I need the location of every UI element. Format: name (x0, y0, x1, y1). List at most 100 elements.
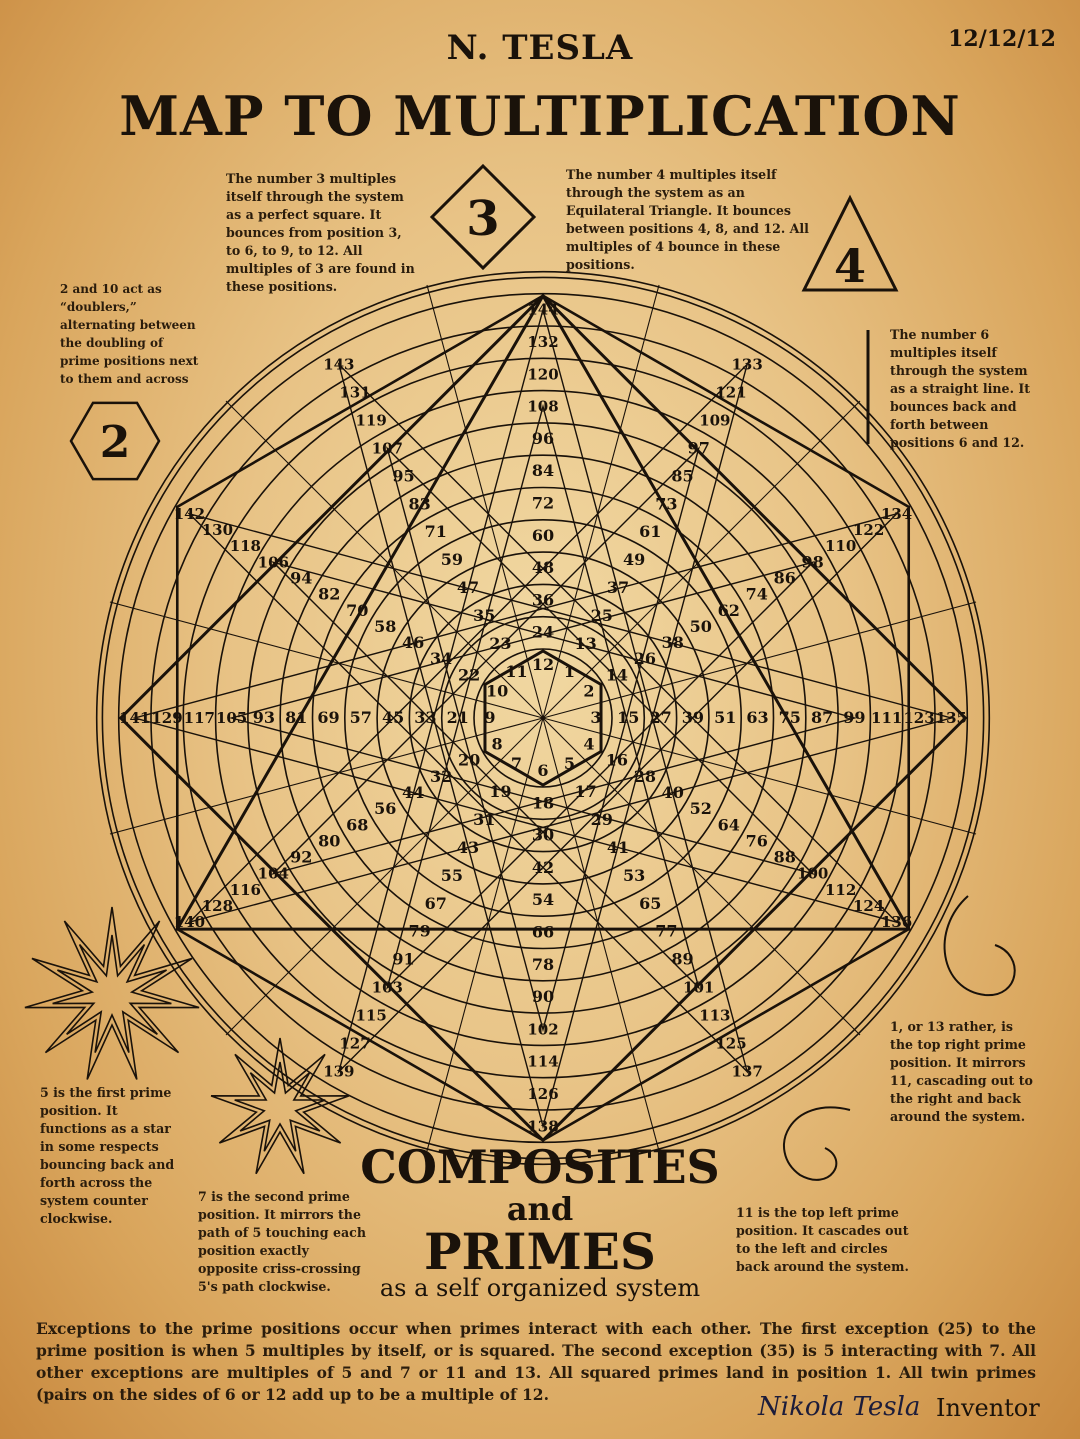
diagram-number: 93 (253, 708, 275, 727)
diagram-number: 48 (532, 558, 554, 577)
diagram-number: 118 (230, 537, 261, 555)
symbol-four: 4 (834, 239, 866, 293)
diagram-number: 124 (853, 897, 884, 915)
diagram-number: 99 (843, 708, 865, 727)
diagram-number: 88 (774, 848, 796, 867)
ring-circle (408, 583, 678, 853)
diagram-number: 121 (715, 383, 746, 401)
diagram-number: 101 (683, 979, 714, 997)
spoke-line (542, 284, 660, 719)
diagram-number: 33 (414, 708, 436, 727)
diagram-number: 3 (590, 708, 601, 727)
seven-star-path (228, 403, 858, 1033)
diagram-number: 86 (774, 568, 796, 587)
spiral-one-icon (943, 895, 1016, 997)
spoke-line (225, 717, 544, 1036)
five-star-inner-icon (52, 934, 172, 1053)
diagram-number: 142 (174, 505, 205, 523)
diagram-number: 49 (623, 550, 645, 569)
diagram-number: 8 (492, 735, 503, 754)
diagram-number: 127 (339, 1035, 370, 1053)
ring-circle (214, 389, 872, 1047)
diagram-number: 28 (634, 767, 656, 786)
diagram-number: 111 (871, 709, 902, 727)
diagram-number: 71 (425, 522, 447, 541)
hexagon-path (175, 294, 911, 1142)
diagram-number: 68 (346, 815, 368, 834)
diagram-number: 25 (591, 606, 613, 625)
diagram-number: 52 (690, 799, 712, 818)
diagram-number: 107 (372, 439, 403, 457)
diagram-number: 51 (714, 708, 736, 727)
diagram-number: 79 (408, 922, 430, 941)
diagram-number: 126 (527, 1085, 558, 1103)
diagram-number: 17 (575, 782, 597, 801)
diagram-number: 29 (591, 810, 613, 829)
diagram-number: 20 (458, 751, 480, 770)
diagram-number: 103 (372, 979, 403, 997)
diagram-number: 105 (216, 709, 247, 727)
inventor-label: Inventor (936, 1394, 1040, 1422)
diagram-number: 21 (447, 708, 469, 727)
spoke-line (225, 400, 544, 719)
diagram-number: 30 (532, 826, 554, 845)
seven-star-icon (210, 1037, 350, 1175)
diagram-number: 13 (575, 634, 597, 653)
diagram-number: 41 (607, 838, 629, 857)
ring-circle (150, 325, 936, 1111)
diagram-number: 73 (655, 494, 677, 513)
diagram-number: 5 (564, 754, 575, 773)
diagram-number: 54 (532, 890, 554, 909)
diagram-number: 122 (853, 521, 884, 539)
ring-circle (311, 486, 775, 950)
diagram-number: 90 (532, 987, 554, 1006)
ring-circle (473, 648, 613, 788)
diagram-number: 108 (527, 398, 558, 416)
spoke-line (426, 284, 544, 719)
five-star-path (131, 306, 955, 1130)
ring-circle (440, 615, 646, 821)
diagram-number: 11 (505, 662, 527, 681)
note-number-five: 5 is the first prime position. It functi… (40, 1085, 175, 1226)
diagram-number: 128 (202, 897, 233, 915)
diagram-number: 6 (537, 761, 548, 780)
diagram-number: 113 (699, 1007, 730, 1025)
diagram-number: 7 (511, 754, 522, 773)
ring-circle (101, 276, 985, 1160)
diagram-number: 110 (825, 537, 856, 555)
ring-circle (343, 518, 742, 917)
triangle-path (174, 292, 912, 931)
diagram-number: 59 (441, 550, 463, 569)
triangle-four-icon (801, 194, 899, 292)
diagram-number: 10 (486, 682, 508, 701)
note-number-four: The number 4 multiples itself through th… (566, 167, 809, 272)
diagram-number: 134 (881, 505, 912, 523)
diagram-number: 135 (936, 709, 967, 727)
note-number-one: 1, or 13 rather, is the top right prime … (890, 1019, 1033, 1124)
diagram-number: 129 (151, 709, 182, 727)
diagram-number: 16 (606, 751, 628, 770)
diagram-number: 138 (527, 1117, 558, 1135)
diagram-number: 77 (655, 922, 677, 941)
date-label: 12/12/12 (948, 26, 1056, 52)
diagram-number: 57 (350, 708, 372, 727)
diagram-number: 95 (392, 466, 414, 485)
spoke-line (542, 717, 660, 1152)
exceptions-paragraph: Exceptions to the prime positions occur … (36, 1319, 1036, 1404)
diagram-number: 109 (699, 411, 730, 429)
spiral-eleven-icon (783, 1106, 851, 1181)
diagram-number: 136 (881, 913, 912, 931)
diagram-number: 137 (731, 1063, 762, 1081)
diagram-number: 104 (258, 865, 289, 883)
diagram-number: 91 (392, 950, 414, 969)
diagram-number: 62 (718, 601, 740, 620)
five-star-icon (24, 906, 200, 1080)
diagram-number: 140 (174, 913, 205, 931)
diagram-number: 50 (690, 617, 712, 636)
diagram-number: 46 (402, 633, 424, 652)
primes-heading: PRIMES (423, 1222, 657, 1281)
diagram-number: 27 (649, 708, 671, 727)
diagram-number: 15 (617, 708, 639, 727)
diagram-number: 22 (458, 665, 480, 684)
spoke-line (426, 717, 544, 1152)
